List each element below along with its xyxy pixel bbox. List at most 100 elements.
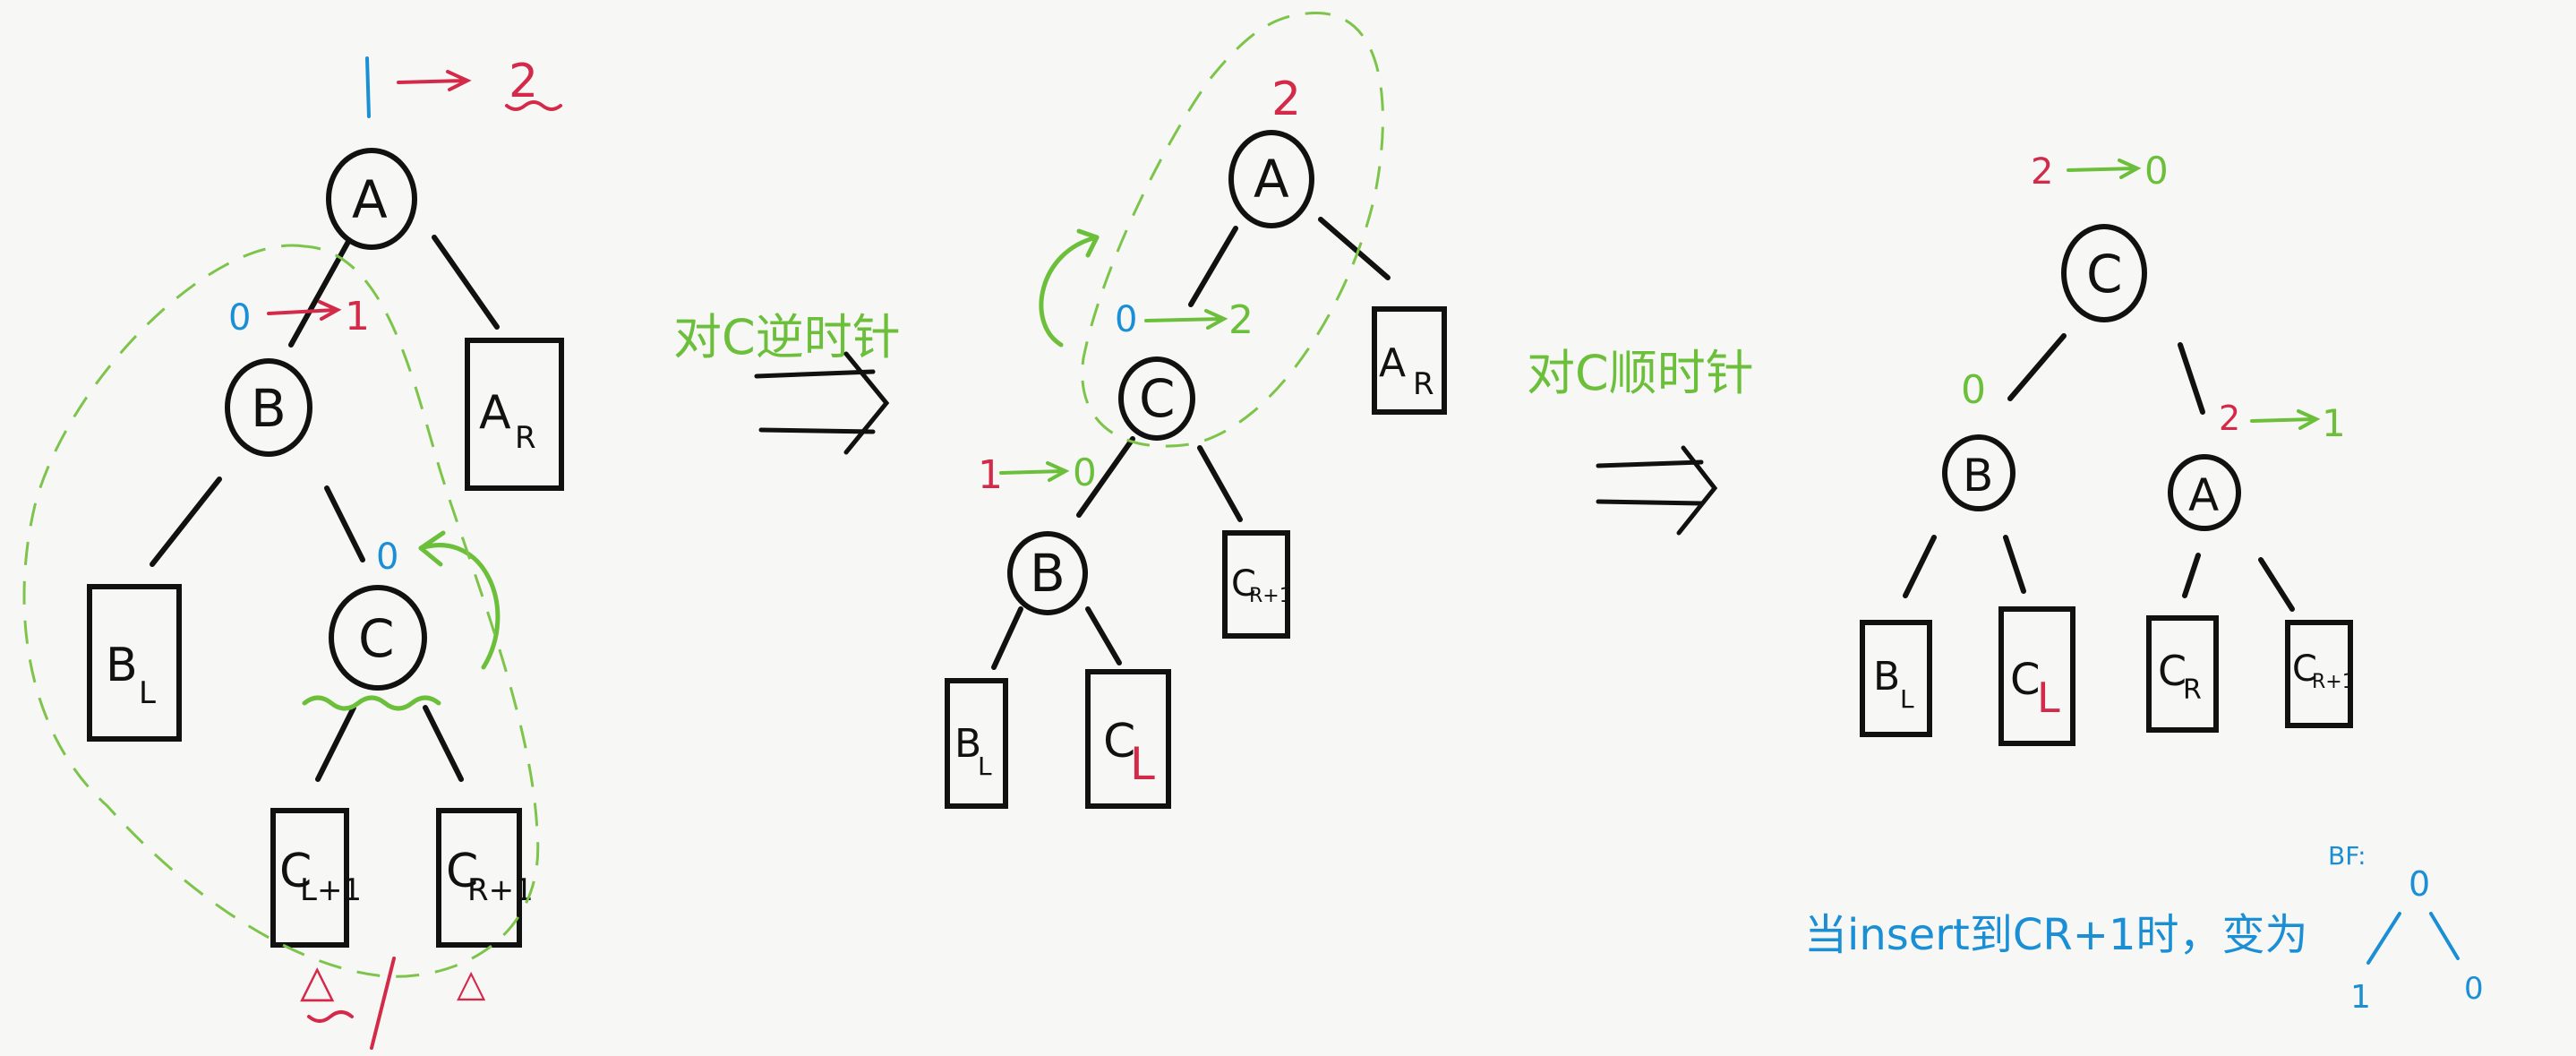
edge-a-ar xyxy=(432,235,500,330)
box-bl-sub: L xyxy=(139,675,156,711)
edge-a-b xyxy=(288,237,352,348)
edge-a-cr xyxy=(2182,553,2201,598)
edge-b-c xyxy=(324,485,365,562)
step2-label: 对C顺时针 xyxy=(1527,345,1754,401)
bf-left-edge xyxy=(2366,912,2401,965)
edge-c-b xyxy=(1076,436,1135,518)
node-a xyxy=(1228,130,1314,228)
node-c-label: C xyxy=(1139,368,1176,429)
node-b-label: B xyxy=(1963,450,1993,502)
b-bf-old: 1 xyxy=(978,452,1003,498)
box-bl xyxy=(1860,620,1932,737)
edge-b-cl xyxy=(2003,535,2026,594)
bf-left: 1 xyxy=(2350,979,2371,1016)
a-bf-new: 1 xyxy=(2322,401,2346,445)
box-cl1-main: C xyxy=(279,845,312,898)
b-bf-arrow xyxy=(999,461,1070,482)
edge-c-b xyxy=(2007,333,2067,401)
box-cr1-main: C xyxy=(2292,648,2317,690)
b-bf-old: 0 xyxy=(228,297,251,339)
tree-1: 1 2 A B C A R B L C L+1 C R+1 xyxy=(22,55,564,1050)
rotate-arrow-c xyxy=(418,543,501,670)
box-cl xyxy=(1085,669,1171,809)
box-cr-main: C xyxy=(2158,647,2187,695)
edge-b-bl xyxy=(150,476,222,567)
rotate-arrow-c-head xyxy=(418,530,446,567)
root-bf-arrow xyxy=(397,70,472,91)
triangle-left: △ xyxy=(300,955,335,1007)
root-bf-old: 2 xyxy=(2031,151,2053,193)
node-c xyxy=(1118,356,1195,441)
node-a xyxy=(2168,454,2241,531)
node-b-label: B xyxy=(251,378,287,439)
box-bl-main: B xyxy=(954,721,981,767)
node-c-label: C xyxy=(358,608,395,669)
step1-label: 对C逆时针 xyxy=(673,309,901,365)
box-cr1-sub: R+1 xyxy=(1249,585,1292,607)
box-ar-main: A xyxy=(479,386,511,440)
box-cl-main: C xyxy=(2010,655,2041,705)
subtree-enclosure xyxy=(1081,12,1384,448)
box-bl-main: B xyxy=(106,639,138,692)
box-cr1-main: C xyxy=(1231,563,1256,605)
edge-b-bl xyxy=(1903,535,1937,598)
root-bf-new: 2 xyxy=(509,55,538,108)
c-squiggle xyxy=(302,695,441,711)
node-b xyxy=(225,358,312,457)
root-bf-new: 0 xyxy=(2144,149,2169,193)
box-ar-sub: R xyxy=(1413,366,1434,402)
c-bf-new: 2 xyxy=(1228,297,1254,343)
node-b xyxy=(1942,434,2015,511)
edge-c-a xyxy=(2178,342,2205,415)
box-cr xyxy=(2146,615,2219,733)
root-bf-arrow xyxy=(2067,159,2142,179)
note: 当insert到CR+1时，变为 BF: 0 1 0 xyxy=(1804,841,2484,1016)
box-bl-main: B xyxy=(1873,654,1900,700)
slash-mark xyxy=(370,957,396,1050)
tree-3: 2 0 C B A 0 2 1 B L C L C R xyxy=(1860,149,2355,746)
bf-right: 0 xyxy=(2464,971,2484,1007)
tree-2: 2 A C B A R C R+1 B L C L 0 2 xyxy=(945,12,1447,809)
node-c-label: C xyxy=(2086,244,2123,305)
box-ar-sub: R xyxy=(515,420,536,456)
box-cr1-sub: R+1 xyxy=(2312,671,2355,693)
b-bf: 0 xyxy=(1961,367,1986,413)
triangle-squiggle xyxy=(307,1010,354,1023)
box-ar xyxy=(465,338,564,491)
node-a-label: A xyxy=(2188,469,2219,521)
bf-root: 0 xyxy=(2409,864,2430,904)
b-bf-new: 1 xyxy=(345,294,370,339)
box-cl1-sub: L+1 xyxy=(300,872,362,908)
edge-b-cl xyxy=(1085,606,1122,665)
edge-c-cl1 xyxy=(315,705,356,782)
rotate-arrow xyxy=(1039,235,1100,348)
box-cl-sub: L xyxy=(1130,738,1155,790)
node-a-label: A xyxy=(352,169,388,230)
node-b-label: B xyxy=(1030,543,1065,604)
step2-arrow xyxy=(1596,445,1718,536)
edge-a-c xyxy=(1188,226,1238,307)
box-ar xyxy=(1372,306,1447,415)
c-bf: 0 xyxy=(376,537,398,578)
triangle-right: △ xyxy=(457,961,486,1005)
box-bl-sub: L xyxy=(1900,684,1914,714)
root-bf: 2 xyxy=(1271,73,1301,126)
box-cl-main: C xyxy=(1103,715,1135,768)
note-text: 当insert到CR+1时，变为 xyxy=(1804,910,2307,960)
root-bf-tick xyxy=(365,56,371,118)
edge-c-cr1 xyxy=(423,705,464,782)
node-c xyxy=(329,585,427,691)
step1-arrow xyxy=(754,351,890,455)
box-bl xyxy=(87,584,182,742)
step-2: 对C顺时针 xyxy=(1527,345,1754,536)
node-a xyxy=(326,148,417,250)
edge-c-cr1 xyxy=(1197,445,1243,522)
box-cr1 xyxy=(2285,620,2353,728)
bf-right-edge xyxy=(2429,912,2460,960)
box-bl xyxy=(945,678,1008,809)
node-a-label: A xyxy=(1254,149,1289,210)
box-bl-sub: L xyxy=(978,751,992,781)
subtree-enclosure xyxy=(22,244,540,978)
a-bf-old: 2 xyxy=(2219,399,2240,438)
